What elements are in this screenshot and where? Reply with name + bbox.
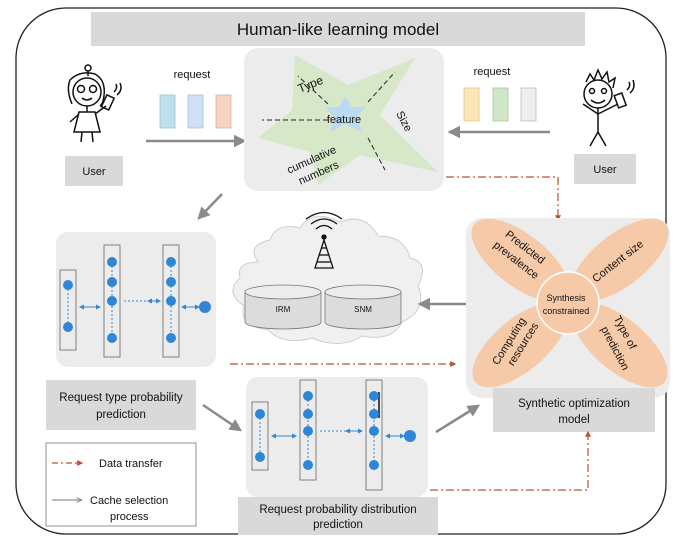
distribution-network <box>251 379 416 491</box>
network-node <box>369 391 379 401</box>
left-request-card-3 <box>215 94 232 129</box>
network-node <box>63 322 73 332</box>
type-prediction-panel <box>56 232 216 367</box>
optimization-center <box>536 271 600 335</box>
legend-box <box>45 442 197 527</box>
network-node <box>63 280 73 290</box>
network-node <box>107 277 117 287</box>
network-node <box>107 257 117 267</box>
optimization-center-1: Synthesis <box>546 293 586 303</box>
network-node <box>369 409 379 419</box>
optimization-center-2: constrained <box>543 306 590 316</box>
right-request-card-2 <box>492 87 509 122</box>
network-node <box>166 296 176 306</box>
network-node <box>107 296 117 306</box>
feature-to-type-arrow <box>197 193 223 220</box>
optimization-flower <box>471 218 669 388</box>
girl-user-icon <box>67 64 122 143</box>
network-node <box>369 426 379 436</box>
left-request-label: request <box>174 69 211 81</box>
right-user-label: User <box>593 164 617 176</box>
divider-line <box>367 71 396 103</box>
legend-data-transfer-label: Data transfer <box>99 458 163 470</box>
network-node <box>303 391 313 401</box>
right-request-card-1 <box>463 87 480 122</box>
distribution-label-2: prediction <box>313 519 363 531</box>
network-node <box>166 277 176 287</box>
page-title: Human-like learning model <box>237 20 439 39</box>
type-prediction-label-2: prediction <box>96 409 146 421</box>
database-icon <box>244 284 322 330</box>
legend-cache-label-2: process <box>110 511 149 523</box>
petal-predicted <box>471 218 569 302</box>
left-user-badge <box>65 156 123 186</box>
feature-center-label: feature <box>327 114 361 126</box>
right-request-label: request <box>474 66 511 78</box>
network-output-node <box>199 301 211 313</box>
feature-center-star <box>325 96 366 132</box>
network-node <box>255 409 265 419</box>
type-to-distribution-arrow <box>202 403 243 432</box>
divider-line <box>367 137 386 171</box>
snm-label: SNM <box>354 305 372 314</box>
data-transfer-distribution-to-optimization <box>430 430 591 491</box>
left-user-label: User <box>82 166 106 178</box>
network-node <box>255 452 265 462</box>
irm-label: IRM <box>276 305 291 314</box>
petal-computing <box>472 302 568 388</box>
distribution-to-optimization-arrow <box>435 404 481 434</box>
network-node <box>107 333 117 343</box>
legend-cache-label-1: Cache selection <box>90 495 168 507</box>
right-user-badge <box>574 154 636 184</box>
petal-content-size <box>571 218 669 302</box>
title-bar <box>91 12 585 46</box>
network-node <box>303 460 313 470</box>
left-request-card-1 <box>159 94 176 129</box>
petal-type <box>572 302 668 388</box>
right-request-card-3 <box>520 87 537 122</box>
distribution-label-1: Request probability distribution <box>259 504 416 516</box>
data-transfer-feature-to-optimization <box>446 176 561 222</box>
boy-user-icon <box>582 68 635 147</box>
optimization-label-1: Synthetic optimization <box>518 398 630 410</box>
network-node <box>166 333 176 343</box>
antenna-tower-icon <box>305 211 343 269</box>
distribution-prediction-panel <box>246 377 428 497</box>
distribution-label-box <box>238 497 438 535</box>
left-request-card-2 <box>187 94 204 129</box>
network-node <box>303 426 313 436</box>
network-node <box>369 460 379 470</box>
divider-line <box>297 75 329 105</box>
optimization-label-box <box>493 388 655 432</box>
optimization-label-2: model <box>558 414 589 426</box>
network-output-node <box>404 430 416 442</box>
type-prediction-label-1: Request type probability <box>59 392 183 404</box>
network-node <box>166 257 176 267</box>
database-icon <box>324 284 402 330</box>
network-node <box>303 409 313 419</box>
type-network <box>59 244 211 358</box>
type-prediction-label-box <box>46 380 196 430</box>
